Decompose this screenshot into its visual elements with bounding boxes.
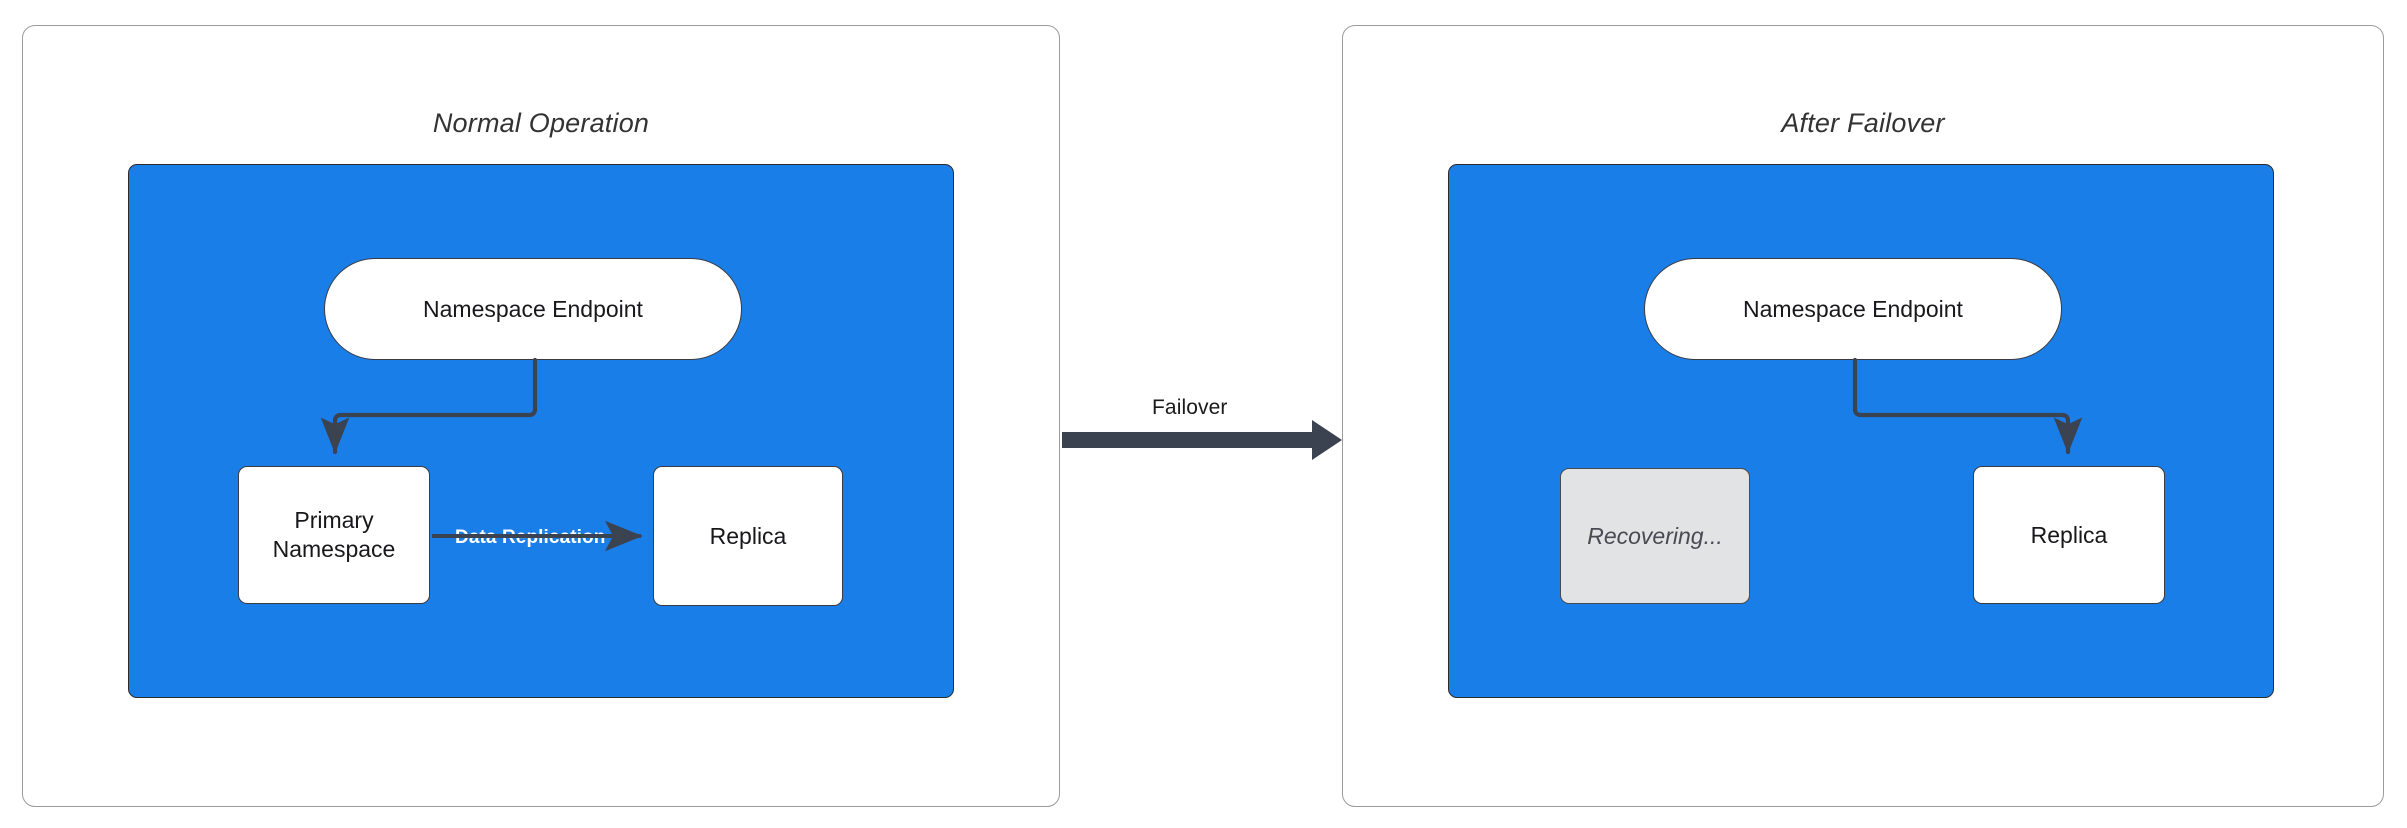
edge-label-data-replication: Data Replication xyxy=(455,527,606,548)
arrow-failover xyxy=(1062,420,1342,460)
node-replica-failover[interactable]: Replica xyxy=(1973,466,2165,604)
node-namespace-endpoint-normal[interactable]: Namespace Endpoint xyxy=(324,258,742,360)
node-primary-namespace[interactable]: Primary Namespace xyxy=(238,466,430,604)
panel-title-normal-operation: Normal Operation xyxy=(432,108,650,138)
node-replica-normal[interactable]: Replica xyxy=(653,466,843,606)
group-box-after-failover xyxy=(1448,164,2274,698)
transition-label-failover: Failover xyxy=(1152,396,1228,419)
panel-title-after-failover: After Failover xyxy=(1781,108,1945,138)
node-namespace-endpoint-failover[interactable]: Namespace Endpoint xyxy=(1644,258,2062,360)
group-box-normal-operation xyxy=(128,164,954,698)
node-recovering[interactable]: Recovering... xyxy=(1560,468,1750,604)
